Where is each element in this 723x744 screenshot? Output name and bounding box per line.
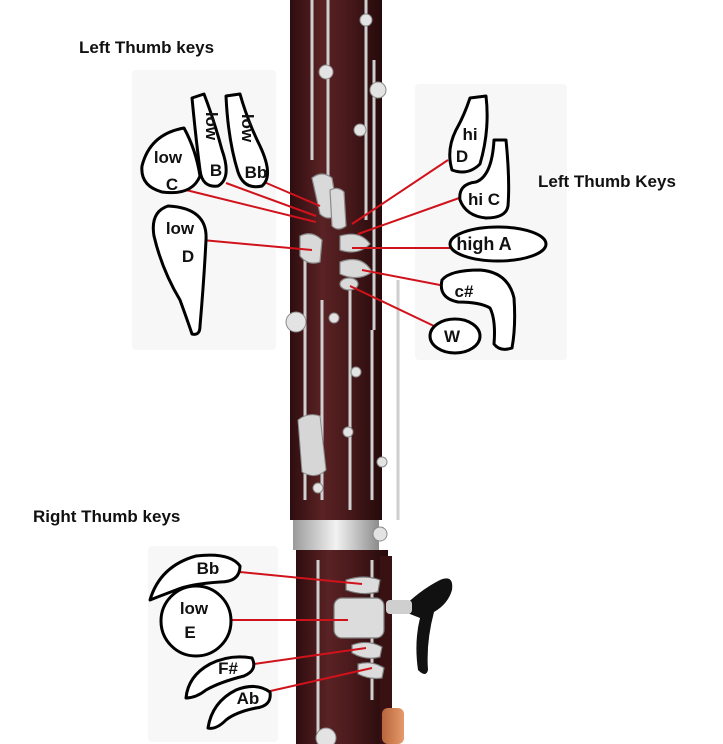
key-ab-label: Ab xyxy=(237,689,260,708)
pointer-low-d xyxy=(201,239,313,251)
pointer-whisper xyxy=(349,285,435,327)
key-low-c: low C xyxy=(140,126,202,195)
heading-left-thumb-keys-right: Left Thumb Keys xyxy=(538,172,676,191)
pointer-low-bb xyxy=(263,181,321,207)
key-hi-d: hi D xyxy=(448,94,489,174)
key-c-sharp: c# xyxy=(439,268,517,351)
key-hi-d-line1: hi xyxy=(462,125,477,144)
key-bb-label: Bb xyxy=(197,559,220,578)
key-low-bb-line2: Bb xyxy=(245,163,268,182)
heading-left-thumb-keys: Left Thumb keys xyxy=(79,38,214,57)
pointer-ab xyxy=(265,667,373,693)
pointer-f-sharp xyxy=(253,647,367,665)
key-hi-c: hi C xyxy=(458,138,511,220)
key-low-d-line1: low xyxy=(166,219,195,238)
key-ab: Ab xyxy=(206,685,272,730)
pointer-hi-c xyxy=(357,196,463,235)
bassoon-body xyxy=(285,0,453,744)
pointer-c-sharp xyxy=(361,269,441,286)
key-low-d-line2: D xyxy=(182,247,194,266)
key-low-c-line2: C xyxy=(166,175,178,194)
key-hi-d-line2: D xyxy=(456,147,468,166)
key-low-d: low D xyxy=(151,204,208,336)
key-low-e-line1: low xyxy=(180,599,209,618)
heading-right-thumb-keys: Right Thumb keys xyxy=(33,507,180,526)
pointer-lines xyxy=(185,159,463,693)
key-hi-c-label: hi C xyxy=(468,190,500,209)
pointer-hi-d xyxy=(351,159,449,225)
key-low-b-line2: B xyxy=(210,161,222,180)
key-low-e-line2: E xyxy=(184,623,195,642)
key-low-b: low B xyxy=(190,92,228,188)
key-c-sharp-label: c# xyxy=(455,282,474,301)
key-f-sharp-label: F# xyxy=(218,659,238,678)
hand-rest xyxy=(400,578,453,674)
bocal-cap xyxy=(382,708,404,744)
key-low-bb-line1: low xyxy=(238,114,257,143)
pointer-bb xyxy=(239,571,363,585)
key-whisper: W xyxy=(428,317,482,355)
key-f-sharp: F# xyxy=(184,655,256,700)
key-low-c-line1: low xyxy=(154,148,183,167)
key-low-bb: low Bb xyxy=(224,92,269,189)
key-high-a-label: high A xyxy=(456,234,511,254)
pointer-low-c xyxy=(185,189,317,223)
key-high-a: high A xyxy=(448,225,548,263)
tenon-ring xyxy=(293,520,379,550)
key-bb: Bb xyxy=(148,553,242,602)
key-whisper-label: W xyxy=(444,327,461,346)
pointer-low-b xyxy=(225,182,317,217)
key-low-b-line1: low xyxy=(202,112,221,141)
left-thumb-right-panel xyxy=(415,84,567,360)
key-low-e: low E xyxy=(159,584,233,658)
